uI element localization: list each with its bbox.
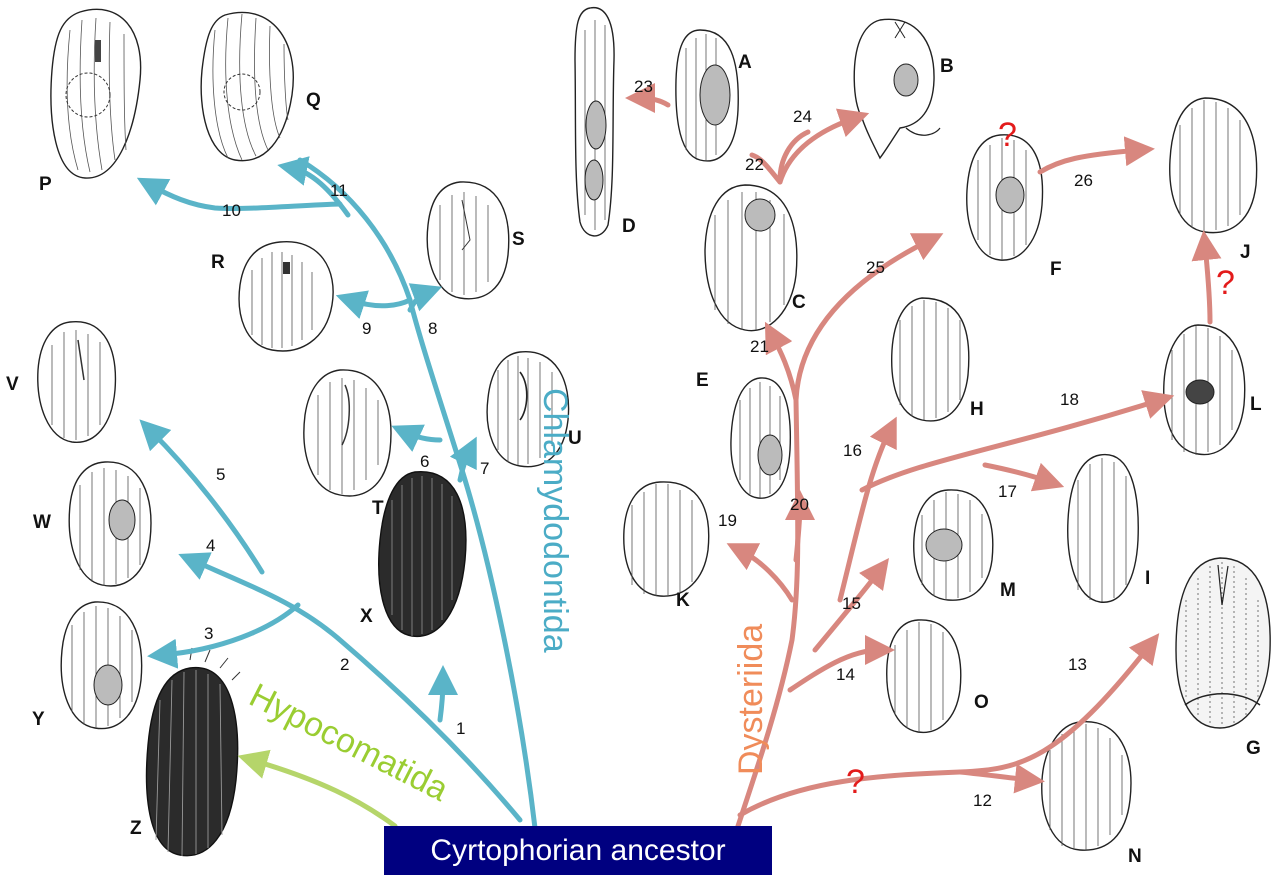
taxon-label-L: L bbox=[1250, 394, 1262, 415]
taxon-label-A: A bbox=[738, 52, 752, 73]
cell-J-drawing bbox=[1170, 98, 1257, 233]
taxon-label-K: K bbox=[676, 590, 690, 611]
branch-number-9: 9 bbox=[362, 319, 371, 338]
branch-number-15: 15 bbox=[842, 594, 861, 613]
taxon-label-I: I bbox=[1145, 568, 1150, 589]
branch-number-16: 16 bbox=[843, 441, 862, 460]
branch-number-13: 13 bbox=[1068, 655, 1087, 674]
cell-R-drawing bbox=[239, 242, 333, 351]
clade-label-hypocomatida: Hypocomatida bbox=[243, 676, 454, 809]
taxon-label-Q: Q bbox=[306, 90, 321, 111]
branch-number-20: 20 bbox=[790, 495, 809, 514]
cell-P-drawing bbox=[51, 9, 141, 178]
branch-number-12: 12 bbox=[973, 791, 992, 810]
taxon-label-F: F bbox=[1050, 259, 1062, 280]
cell-I-drawing bbox=[1068, 455, 1138, 603]
cell-B-drawing bbox=[854, 19, 940, 158]
taxon-label-P: P bbox=[39, 174, 52, 195]
uncertain-mark-F-J: ? bbox=[998, 116, 1017, 154]
branch-number-6: 6 bbox=[420, 452, 429, 471]
branch-number-21: 21 bbox=[750, 337, 769, 356]
taxon-label-W: W bbox=[33, 512, 51, 533]
cell-T-drawing bbox=[304, 370, 391, 496]
branch-number-24: 24 bbox=[793, 107, 812, 126]
taxon-label-C: C bbox=[792, 292, 806, 313]
cell-K-drawing bbox=[624, 482, 709, 596]
taxon-label-E: E bbox=[696, 370, 709, 391]
clade-label-chlamydodontida: Chlamydodontida bbox=[536, 388, 574, 653]
branch-number-8: 8 bbox=[428, 319, 437, 338]
cell-H-drawing bbox=[892, 298, 969, 421]
taxon-label-Y: Y bbox=[32, 709, 45, 730]
branch-number-11: 11 bbox=[330, 181, 348, 200]
taxon-label-M: M bbox=[1000, 580, 1016, 601]
branch-number-3: 3 bbox=[204, 624, 213, 643]
ancestor-box: Cyrtophorian ancestor bbox=[384, 826, 772, 875]
cell-E-drawing bbox=[731, 378, 790, 498]
taxon-label-S: S bbox=[512, 229, 525, 250]
branch-number-23: 23 bbox=[634, 77, 653, 96]
branch-number-17: 17 bbox=[998, 482, 1017, 501]
cell-Z-drawing bbox=[147, 648, 240, 856]
taxon-label-J: J bbox=[1240, 242, 1251, 263]
cell-D-drawing bbox=[575, 8, 614, 236]
cell-L-drawing bbox=[1164, 325, 1245, 455]
branch-number-2: 2 bbox=[340, 655, 349, 674]
cell-O-drawing bbox=[887, 620, 961, 732]
taxon-label-B: B bbox=[940, 56, 954, 77]
taxon-label-T: T bbox=[372, 498, 384, 519]
cell-M-drawing bbox=[914, 490, 993, 600]
branch-number-4: 4 bbox=[206, 536, 215, 555]
branch-number-25: 25 bbox=[866, 258, 885, 277]
cell-C-drawing bbox=[705, 185, 797, 331]
branch-number-1: 1 bbox=[456, 719, 465, 738]
cell-A-drawing bbox=[676, 30, 738, 161]
taxon-label-Z: Z bbox=[130, 818, 142, 839]
cell-Q-drawing bbox=[201, 12, 293, 160]
taxon-label-G: G bbox=[1246, 738, 1261, 759]
taxon-label-X: X bbox=[360, 606, 373, 627]
clade-label-dysteriida: Dysteriida bbox=[732, 624, 770, 775]
cell-V-drawing bbox=[38, 322, 116, 443]
taxon-label-H: H bbox=[970, 399, 984, 420]
branch-number-14: 14 bbox=[836, 665, 855, 684]
taxon-label-D: D bbox=[622, 216, 636, 237]
taxon-label-V: V bbox=[6, 374, 19, 395]
cell-S-drawing bbox=[427, 182, 508, 299]
cell-G-drawing bbox=[1176, 558, 1270, 728]
ancestor-label: Cyrtophorian ancestor bbox=[430, 834, 725, 868]
uncertain-mark-N-G: ? bbox=[846, 763, 865, 801]
branch-number-19: 19 bbox=[718, 511, 737, 530]
branch-number-26: 26 bbox=[1074, 171, 1093, 190]
branch-number-18: 18 bbox=[1060, 390, 1079, 409]
cell-Y-drawing bbox=[61, 602, 141, 729]
taxon-label-O: O bbox=[974, 692, 989, 713]
cell-W-drawing bbox=[69, 462, 151, 586]
branch-number-10: 10 bbox=[222, 201, 241, 220]
branch-number-5: 5 bbox=[216, 465, 225, 484]
taxon-label-N: N bbox=[1128, 846, 1142, 867]
taxon-label-R: R bbox=[211, 252, 225, 273]
branch-number-22: 22 bbox=[745, 155, 764, 174]
uncertain-mark-L-J: ? bbox=[1216, 264, 1235, 302]
branch-number-7: 7 bbox=[480, 459, 489, 478]
cell-illustrations bbox=[38, 8, 1270, 856]
cell-X-drawing bbox=[379, 472, 466, 637]
